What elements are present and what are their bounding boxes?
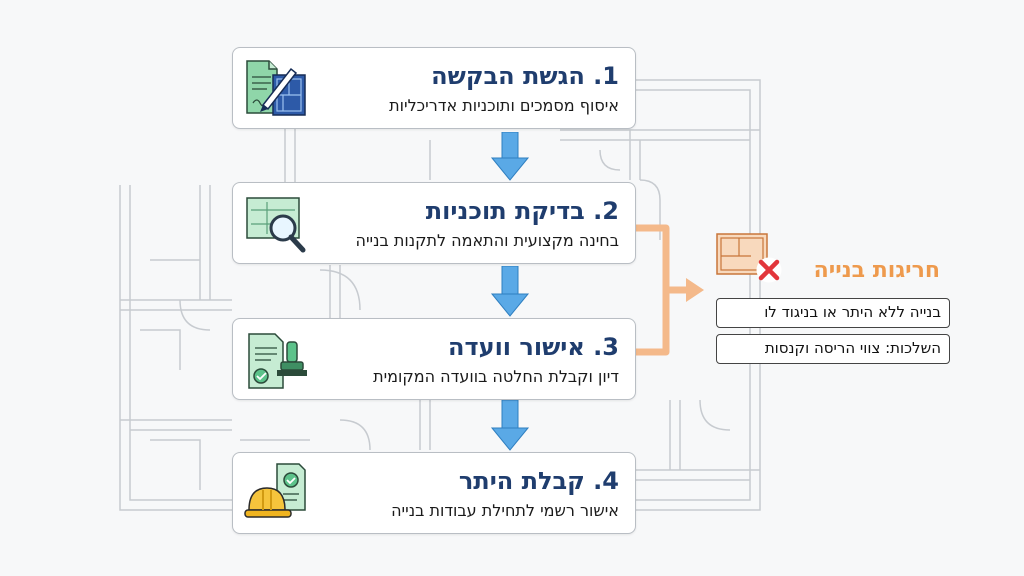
step-title: 1. הגשת הבקשה bbox=[431, 62, 619, 90]
violations-title: חריגות בנייה bbox=[813, 258, 940, 283]
step-card-1: 1. הגשת הבקשה איסוף מסמכים ותוכניות אדרי… bbox=[232, 47, 636, 129]
blueprint-document-icon bbox=[246, 60, 306, 116]
step-card-2: 2. בדיקת תוכניות בחינה מקצועית והתאמה לת… bbox=[232, 182, 636, 264]
plan-x-icon bbox=[716, 233, 782, 283]
down-arrow-1 bbox=[490, 132, 530, 181]
down-arrow-3 bbox=[490, 400, 530, 451]
violation-item-1: בנייה ללא היתר או בניגוד לו bbox=[716, 298, 950, 328]
step-title: 3. אישור וועדה bbox=[447, 333, 619, 361]
step-subtitle: דיון וקבלת החלטה בוועדה המקומית bbox=[373, 367, 619, 386]
violation-item-2: השלכות: צווי הריסה וקנסות bbox=[716, 334, 950, 364]
step-subtitle: איסוף מסמכים ותוכניות אדריכליות bbox=[389, 96, 619, 115]
step-subtitle: בחינה מקצועית והתאמה לתקנות בנייה bbox=[355, 231, 619, 250]
step-card-3: 3. אישור וועדה דיון וקבלת החלטה בוועדה ה… bbox=[232, 318, 636, 400]
step-subtitle: אישור רשמי לתחילת עבודות בנייה bbox=[391, 501, 619, 520]
violation-connector-arrow bbox=[636, 224, 704, 356]
stamp-approval-icon bbox=[248, 333, 307, 389]
down-arrow-2 bbox=[490, 266, 530, 317]
magnifier-plan-icon bbox=[246, 197, 306, 253]
step-card-4: 4. קבלת היתר אישור רשמי לתחילת עבודות בנ… bbox=[232, 452, 636, 534]
step-title: 4. קבלת היתר bbox=[458, 467, 619, 495]
hardhat-permit-icon bbox=[244, 463, 306, 518]
step-title: 2. בדיקת תוכניות bbox=[425, 197, 619, 225]
